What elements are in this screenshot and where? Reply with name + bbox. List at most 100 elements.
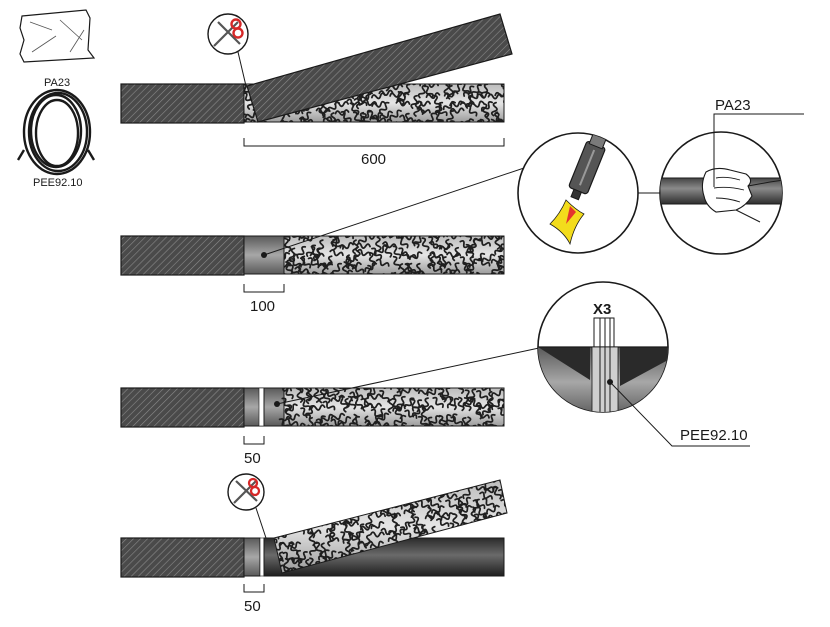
braid-strand [370,127,384,135]
braid-strand [274,480,278,489]
braid-strand [386,435,395,449]
braid-strand [297,514,309,531]
braid-strand [313,272,323,274]
braid-strand [365,480,380,482]
braid-strand [326,129,340,137]
wraps-count: X3 [593,301,611,318]
braid-strand [486,520,502,533]
braid-strand [278,432,292,439]
braid-strand [316,496,328,513]
braid-strand [524,543,533,557]
braid-strand [510,413,524,420]
braid-strand [397,129,410,140]
braid-strand [356,433,370,443]
braid-strand [404,480,421,490]
torch-icon [549,133,608,246]
scissors-icon [207,13,249,55]
braid-strand [512,540,525,552]
braid-strand [274,486,281,502]
braid-strand [501,432,515,439]
braid-strand [274,480,286,483]
braid-strand [306,577,319,589]
braid-strand [301,576,311,590]
braid-strand [520,506,531,519]
braid-strand [481,121,492,122]
braid-strand [506,506,507,519]
braid-strand [336,480,351,492]
braid-strand [514,496,528,504]
cable-jacket [120,537,245,578]
braid-strand [368,480,384,488]
braid-strand [502,99,504,111]
braid-strand [364,271,374,274]
braid-strand [399,480,410,493]
braid-strand [347,480,354,484]
braid-strand [322,278,336,286]
braid-strand [403,484,415,501]
hand-icon [701,167,782,223]
braid-strand [287,502,300,519]
cable-jacket [120,387,245,428]
braid-strand [359,480,372,484]
braid-strand [346,480,360,492]
braid-strand [506,559,507,573]
braid-strand [256,130,267,144]
braid-strand [503,494,507,509]
braid-strand [522,95,530,109]
braid-strand [281,496,298,509]
tape-detail [659,131,783,255]
braid-strand [505,82,518,94]
step-2: 100 [120,165,531,315]
braid-strand [504,564,507,573]
braid-strand [519,262,526,276]
braid-strand [406,424,417,426]
braid-strand [322,423,335,426]
braid-strand [520,396,528,410]
braid-strand [274,498,279,512]
braid-strand [516,108,530,116]
braid-strand [274,501,285,514]
braid-strand [509,125,523,135]
braid-strand [476,529,492,537]
braid-strand [505,518,507,527]
braid-strand [351,129,365,138]
braid-strand [482,277,496,286]
braid-strand [331,278,344,289]
braid-strand [368,494,384,509]
braid-strand [514,128,528,137]
braid-strand [491,424,504,426]
braid-strand [509,122,517,136]
braid-strand [414,131,420,145]
braid-strand [501,388,504,395]
dimension-600: 600 [361,151,386,168]
braid-strand [472,480,486,485]
braid-strand [347,424,362,426]
cable-jacket [120,83,245,124]
braid-strand [374,434,387,446]
braid-strand [514,505,528,515]
braid-strand [346,486,362,500]
braid-strand [420,428,434,438]
braid-strand [476,272,490,274]
braid-strand [286,496,293,512]
braid-strand [466,423,479,426]
braid-strand [344,578,358,587]
braid-strand [293,480,303,494]
braid-strand [426,129,439,141]
braid-strand [513,101,524,115]
braid-strand [514,485,528,491]
braid-strand [376,492,392,500]
braid-strand [323,505,340,518]
braid-strand [512,541,522,555]
braid-strand [316,272,329,274]
braid-strand [509,104,515,118]
braid-strand [321,580,327,594]
braid-strand [322,486,338,498]
braid-strand [377,272,387,274]
braid-strand [372,275,377,288]
braid-strand [510,481,518,495]
braid-strand [414,432,424,446]
braid-strand [431,278,445,287]
step-3: 50 [120,347,540,467]
